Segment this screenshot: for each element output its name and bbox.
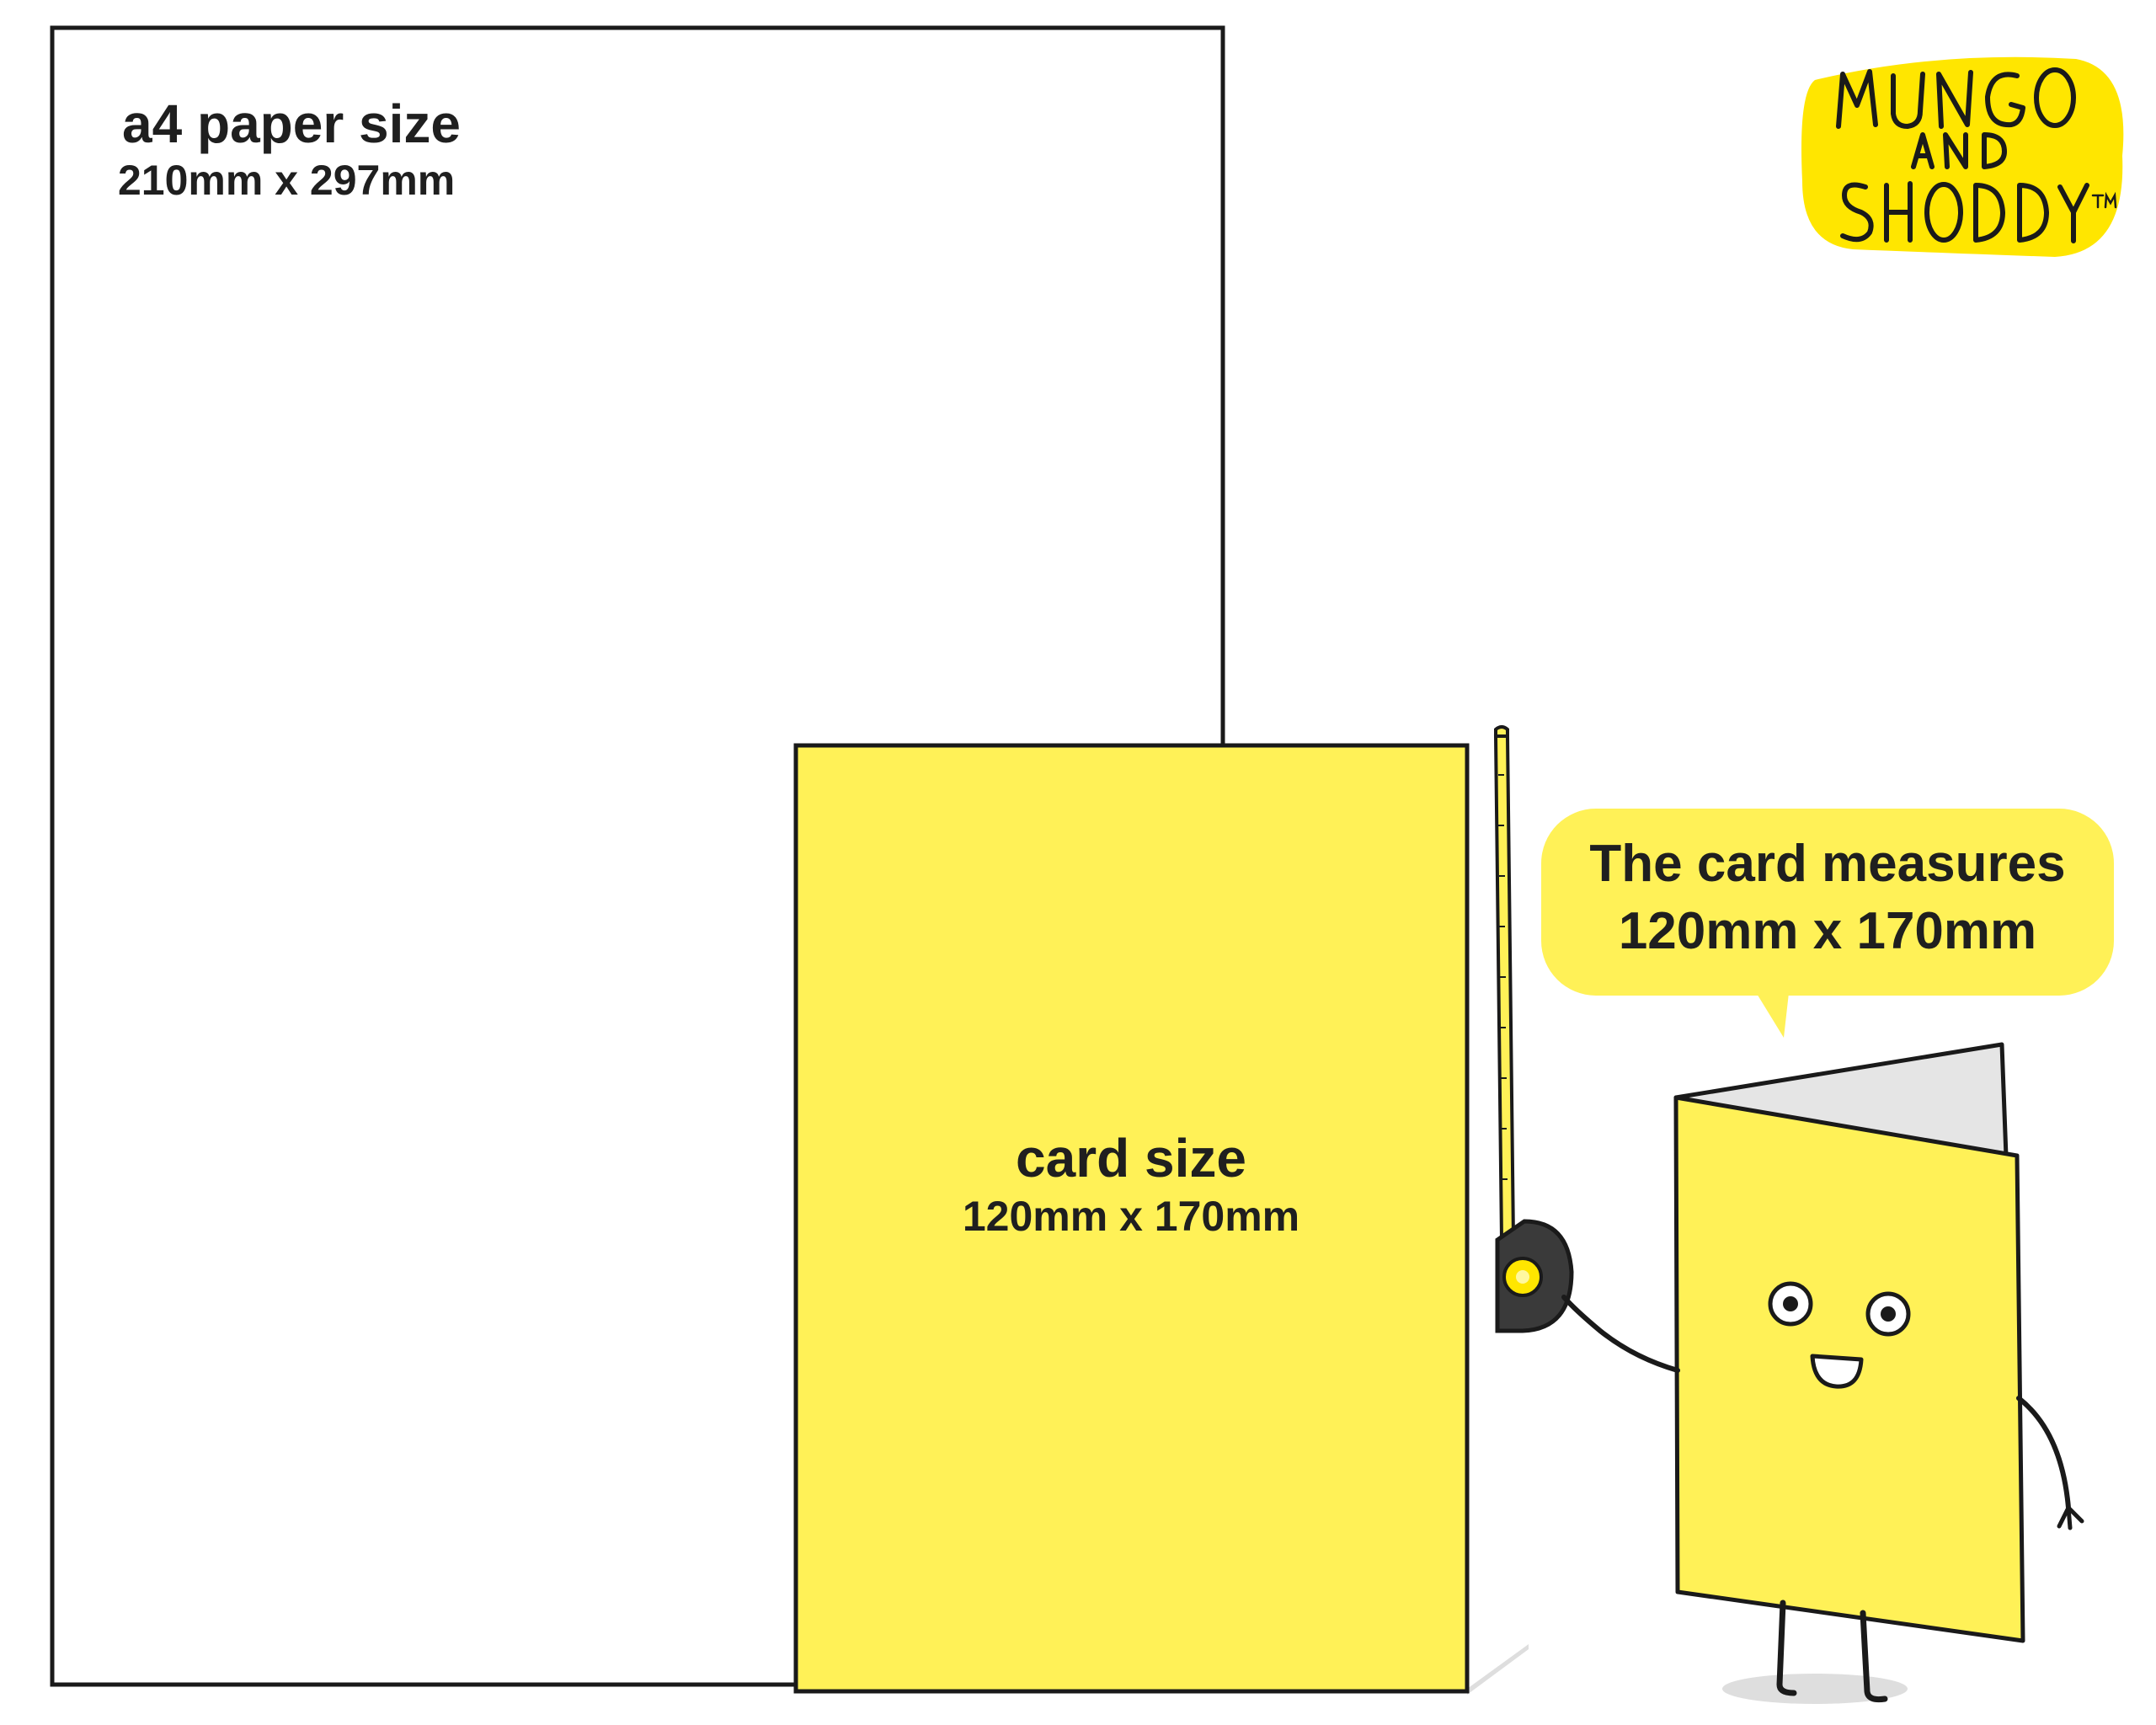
character-eyes-icon [1768, 1281, 1911, 1337]
mungo-and-shoddy-logo [1801, 56, 2124, 258]
character-smile-icon [1810, 1354, 1864, 1389]
speech-bubble [1541, 809, 2114, 1038]
card-rectangle [793, 743, 1470, 1694]
card-shadow [1467, 1644, 1529, 1695]
tape-measure-icon [1493, 725, 1574, 1333]
card-character [1561, 1042, 2084, 1704]
